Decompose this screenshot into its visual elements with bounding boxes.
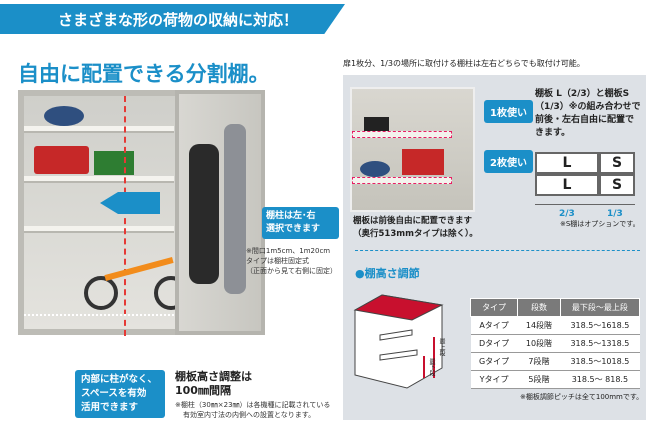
tag-two-boards: 2枚使い bbox=[484, 150, 533, 173]
adjust-note: ※棚柱（30㎜×23㎜）は各機種に記載されている 有効室内寸法の内側への設置とな… bbox=[175, 400, 330, 420]
desc-line: 棚板 L（2/3）と棚板S bbox=[535, 89, 630, 99]
divider bbox=[355, 250, 640, 251]
page-title: 自由に配置できる分割棚。 bbox=[18, 62, 270, 86]
cell: 7段階 bbox=[517, 352, 561, 371]
section-title: ●棚高さ調節 bbox=[355, 267, 420, 280]
dimension-line: 2/3 1/3 bbox=[535, 204, 635, 219]
space-callout: 内部に柱がなく、 スペースを有効 活用できます bbox=[75, 370, 165, 418]
intro-text: 扉1枚分、1/3の場所に取付ける棚柱は左右どちらでも取付け可能。 bbox=[343, 59, 585, 68]
shelf-description: 棚板 L（2/3）と棚板S （1/3）※の組み合わせで 前後・左右自由に配置で … bbox=[535, 88, 641, 140]
callout-line: 活用できます bbox=[81, 402, 139, 413]
col-type: タイプ bbox=[469, 298, 519, 317]
note-line: 有効室内寸法の内側への設置となります。 bbox=[183, 411, 316, 419]
tag-one-board: 1枚使い bbox=[484, 100, 533, 123]
col-range: 最下段〜最上段 bbox=[559, 298, 641, 317]
cell: 318.5〜1318.5 bbox=[560, 334, 640, 353]
pillar-note: ※間口1m5cm、1m20cm タイプは棚柱固定式 （正面から見て右側に固定） bbox=[246, 246, 337, 276]
note-line: （正面から見て右側に固定） bbox=[246, 267, 337, 275]
shelf-photo bbox=[350, 87, 475, 212]
board-S: S bbox=[599, 152, 635, 174]
desc-line: きます。 bbox=[535, 128, 571, 138]
note-line: ※棚柱（30㎜×23㎜）は各機種に記載されている bbox=[175, 401, 331, 409]
adjust-line: 100㎜間隔 bbox=[175, 384, 231, 397]
dim-two-thirds: 2/3 bbox=[559, 209, 575, 219]
pillar-callout: 棚柱は左･右 選択できます bbox=[262, 207, 339, 239]
adjust-line: 棚板高さ調整は bbox=[175, 370, 252, 383]
cell: 318.5〜 818.5 bbox=[560, 370, 640, 389]
cell: 318.5〜1018.5 bbox=[560, 352, 640, 371]
cell: Yタイプ bbox=[470, 370, 518, 389]
caption-line: 棚板は前後自由に配置できます bbox=[353, 216, 473, 226]
shelf-height-diagram bbox=[353, 294, 444, 389]
desc-line: 前後・左右自由に配置で bbox=[535, 115, 635, 125]
adjust-title: 棚板高さ調整は 100㎜間隔 bbox=[175, 370, 252, 398]
cell: 10段階 bbox=[517, 334, 561, 353]
cell: Aタイプ bbox=[470, 316, 518, 335]
callout-line: 内部に柱がなく、 bbox=[81, 374, 158, 385]
cell: Gタイプ bbox=[470, 352, 518, 371]
col-steps: 段数 bbox=[517, 298, 561, 317]
note-line: ※間口1m5cm、1m20cm bbox=[246, 247, 331, 255]
board-L: L bbox=[535, 174, 599, 196]
photo-caption: 棚板は前後自由に配置できます （奥行513mmタイプは除く）。 bbox=[353, 215, 478, 241]
cell: 5段階 bbox=[517, 370, 561, 389]
board-S: S bbox=[599, 174, 635, 196]
cell: 318.5〜1618.5 bbox=[560, 316, 640, 335]
note-line: タイプは棚柱固定式 bbox=[246, 257, 309, 265]
label-top-shelf: 最上段 bbox=[438, 338, 445, 356]
callout-line: スペースを有効 bbox=[81, 388, 147, 399]
arrow-left-icon bbox=[100, 192, 160, 214]
caption-line: （奥行513mmタイプは除く）。 bbox=[353, 229, 478, 239]
option-note: ※S棚はオプションです。 bbox=[560, 220, 640, 228]
cell: 14段階 bbox=[517, 316, 561, 335]
desc-line: （1/3）※の組み合わせで bbox=[535, 102, 641, 112]
shed-door bbox=[175, 90, 265, 335]
cell: Dタイプ bbox=[470, 334, 518, 353]
dim-one-third: 1/3 bbox=[607, 209, 623, 219]
board-L: L bbox=[535, 152, 599, 174]
header-banner: さまざまな形の荷物の収納に対応！ bbox=[0, 4, 345, 34]
label-bottom-shelf: 最下段 bbox=[428, 358, 435, 376]
table-note: ※棚板調節ピッチは全て100mmです。 bbox=[520, 393, 644, 401]
